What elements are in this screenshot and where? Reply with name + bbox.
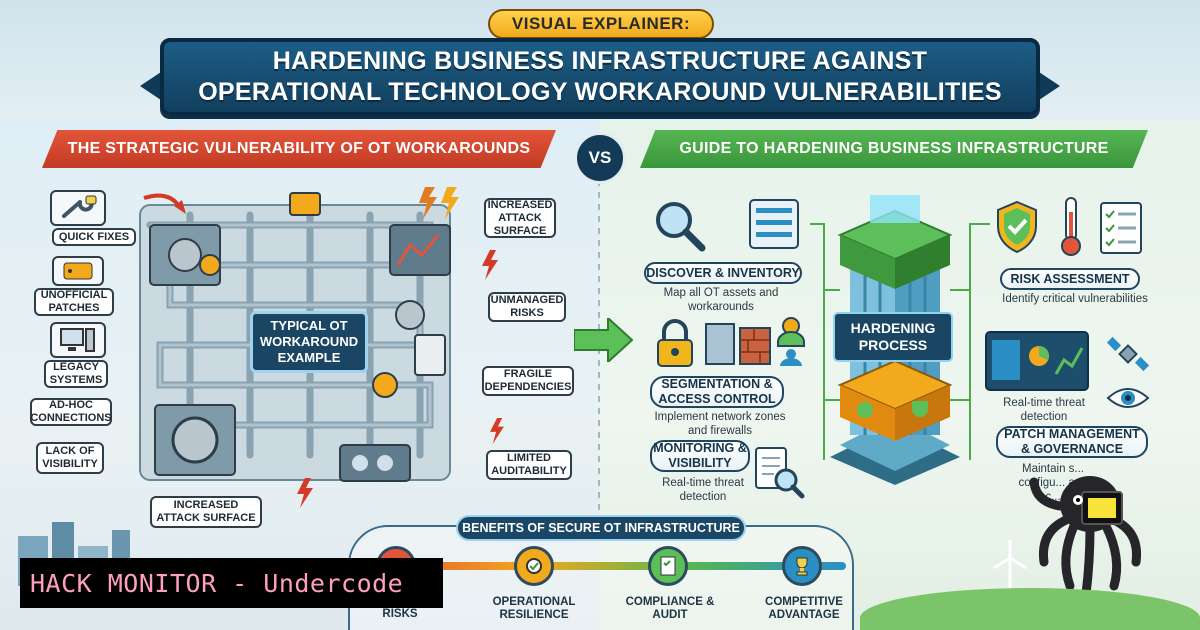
title-line-1: HARDENING BUSINESS INFRASTRUCTURE AGAINS…	[272, 47, 928, 75]
callout-lack-of-visibility: LACK OF VISIBILITY	[36, 442, 104, 474]
resilience-gear-icon	[514, 546, 554, 586]
document-search-icon	[755, 447, 805, 499]
benefit-operational-resilience: OPERATIONAL RESILIENCE	[492, 596, 576, 621]
satellite-icon	[1106, 336, 1150, 372]
patch-tag-icon	[52, 256, 104, 286]
callout-limited-auditability: LIMITED AUDITABILITY	[486, 450, 572, 480]
callout-unofficial-patches: UNOFFICIAL PATCHES	[34, 288, 114, 316]
padlock-icon	[657, 319, 693, 367]
inventory-list-icon	[749, 199, 799, 249]
lightning-icon	[482, 250, 498, 280]
step-monitoring-visibility: MONITORING & VISIBILITY	[650, 440, 750, 472]
benefit-risks: RISKS	[382, 608, 418, 620]
lightning-icon	[419, 187, 459, 219]
step-segmentation-access: SEGMENTATION & ACCESS CONTROL	[650, 376, 784, 408]
lightning-icon	[297, 478, 313, 508]
shield-check-icon	[997, 200, 1037, 254]
dashboard-monitor-icon	[985, 331, 1089, 391]
watermark-text: HACK MONITOR - Undercode	[30, 568, 404, 598]
firewall-icon	[705, 323, 771, 365]
step-segmentation-desc: Implement network zones and firewalls	[654, 411, 786, 437]
step-patch-governance: PATCH MANAGEMENT & GOVERNANCE	[996, 426, 1148, 458]
right-section-ribbon: GUIDE TO HARDENING BUSINESS INFRASTRUCTU…	[640, 130, 1148, 168]
typical-workaround-label: TYPICAL OT WORKAROUND EXAMPLE	[250, 311, 368, 373]
pipe-maze-illustration	[139, 192, 451, 482]
step-discover-desc: Map all OT assets and workarounds	[663, 287, 779, 313]
step-risk-desc: Identify critical vulnerabilities	[1002, 293, 1148, 305]
title-line-2: OPERATIONAL TECHNOLOGY WORKAROUND VULNER…	[198, 78, 1002, 106]
lightning-icon	[490, 418, 504, 444]
user-icon	[777, 317, 805, 366]
callout-legacy-systems: LEGACY SYSTEMS	[44, 360, 108, 388]
kicker-badge: VISUAL EXPLAINER:	[488, 9, 714, 39]
transition-arrow-icon	[574, 318, 634, 362]
callout-fragile-dependencies: FRAGILE DEPENDENCIES	[482, 366, 574, 396]
green-hill	[860, 588, 1200, 630]
legacy-computer-icon	[50, 322, 106, 358]
wrench-icon	[50, 190, 106, 226]
callout-ad-hoc-connections: AD-HOC CONNECTIONS	[30, 398, 112, 426]
checklist-icon	[1100, 202, 1142, 254]
vs-badge: VS	[574, 132, 626, 184]
callout-quick-fixes: QUICK FIXES	[52, 228, 136, 246]
step-risk-assessment: RISK ASSESSMENT	[1000, 268, 1140, 290]
trophy-icon	[782, 546, 822, 586]
benefits-title: BENEFITS OF SECURE OT INFRASTRUCTURE	[456, 515, 746, 541]
magnifier-icon	[656, 202, 706, 252]
step-threat-detection-desc: Real-time threat detection	[1003, 397, 1085, 423]
callout-unmanaged-risks: UNMANAGED RISKS	[488, 292, 566, 322]
step-monitoring-desc: Real-time threat detection	[662, 477, 744, 503]
red-arrow-icon	[143, 193, 186, 214]
benefits-progress-bar	[376, 562, 846, 570]
benefit-competitive-advantage: COMPETITIVE ADVANTAGE	[765, 596, 843, 621]
eye-icon	[1106, 388, 1150, 408]
callout-increased-attack-surface: INCREASED ATTACK SURFACE	[484, 198, 556, 238]
left-section-ribbon: THE STRATEGIC VULNERABILITY OF OT WORKAR…	[42, 130, 556, 168]
process-connectors	[810, 223, 990, 460]
watermark-banner: HACK MONITOR - Undercode	[20, 558, 443, 608]
octopus-mascot-icon	[1030, 476, 1142, 599]
compliance-checklist-icon	[648, 546, 688, 586]
callout-bottom-attack-surface: INCREASED ATTACK SURFACE	[150, 496, 262, 528]
step-discover-inventory: DISCOVER & INVENTORY	[644, 262, 802, 284]
benefit-compliance-audit: COMPLIANCE & AUDIT	[625, 596, 715, 621]
title-banner: HARDENING BUSINESS INFRASTRUCTURE AGAINS…	[160, 38, 1040, 116]
thermometer-icon	[1061, 197, 1081, 256]
hardening-process-label: HARDENING PROCESS	[833, 312, 953, 362]
